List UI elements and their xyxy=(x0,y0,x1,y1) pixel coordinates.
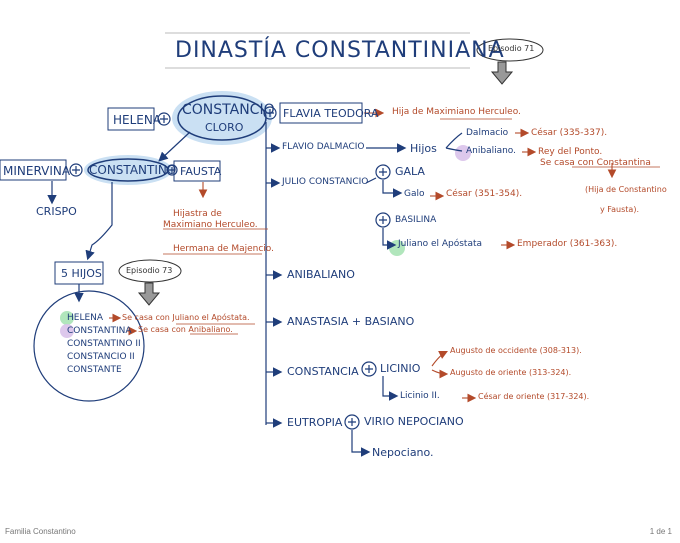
plus-helena-icon xyxy=(157,112,171,126)
licinio-note-2: Augusto de oriente (313-324). xyxy=(450,368,572,377)
node-fausta: FAUSTA xyxy=(180,165,222,178)
episode-71-bubble xyxy=(476,38,544,62)
episode-71-label: Episodio 71 xyxy=(488,44,535,53)
child-constantina-highlight xyxy=(60,324,74,338)
children-circle xyxy=(33,290,145,402)
node-cloro: CLORO xyxy=(205,121,244,134)
node-eutropia: EUTROPIA xyxy=(287,416,343,429)
flavia-note: Hija de Maximiano Herculeo. xyxy=(392,107,521,117)
plus-flavia-icon xyxy=(263,106,277,120)
node-5-hijos: 5 HIJOS xyxy=(61,267,102,280)
constancio-to-constantino-line xyxy=(158,131,191,162)
node-anastasia-basiano: ANASTASIA + BASIANO xyxy=(287,315,415,328)
child-constantino-ii: CONSTANTINO II xyxy=(67,339,141,349)
anibaliano-highlight xyxy=(455,145,471,161)
anibaliano-note-3: (Hija de Constantino xyxy=(585,185,667,194)
helena-note: Se casa con Juliano el Apóstata. xyxy=(122,313,250,322)
node-constantino: CONSTANTINO xyxy=(89,163,177,177)
child-helena: HELENA xyxy=(67,313,104,323)
anibaliano-note-1: Rey del Ponto. xyxy=(538,147,603,157)
constantino-oval xyxy=(87,158,169,182)
node-nepociano: Nepociano. xyxy=(372,446,434,459)
dalmacio-note: César (335-337). xyxy=(531,128,608,138)
footer-document-name: Familia Constantino xyxy=(5,527,76,536)
fausta-note-1: Hijastra de xyxy=(173,209,222,219)
node-anibaliano-son: Anibaliano. xyxy=(466,146,517,156)
constancio-highlight xyxy=(172,91,272,145)
node-dalmacio: Dalmacio xyxy=(466,128,509,138)
anibaliano-note-4: y Fausta). xyxy=(600,205,639,214)
fausta-note-3: Hermana de Majencio. xyxy=(173,244,274,254)
node-licinio-ii: Licinio II. xyxy=(400,391,440,401)
node-minervina: MINERVINA xyxy=(3,164,71,178)
galo-note: César (351-354). xyxy=(446,189,523,199)
plus-licinio-icon xyxy=(361,361,377,377)
flavia-box xyxy=(279,102,363,124)
minervina-box xyxy=(0,159,67,181)
footer-page-count: 1 de 1 xyxy=(649,527,672,536)
node-flavia: FLAVIA TEODORA xyxy=(283,107,379,120)
node-anibaliano: ANIBALIANO xyxy=(287,268,355,281)
child-helena-highlight xyxy=(60,311,74,325)
constantina-note: Se casa con Anibaliano. xyxy=(138,325,233,334)
child-constancio-ii: CONSTANCIO II xyxy=(67,352,135,362)
episode-73-bubble xyxy=(118,259,182,283)
constantino-highlight xyxy=(84,155,172,185)
constantino-to-hijos-line xyxy=(85,182,113,261)
child-constantina: CONSTANTINA xyxy=(67,326,132,336)
episode-73-label: Episodio 73 xyxy=(126,266,173,275)
plus-gala-icon xyxy=(375,164,391,180)
node-hijos: Hijos xyxy=(410,142,437,155)
helena-box xyxy=(107,107,155,131)
node-basilina: BASILINA xyxy=(395,215,437,225)
node-virio: VIRIO NEPOCIANO xyxy=(364,415,464,428)
plus-virio-icon xyxy=(344,414,360,430)
plus-basilina-icon xyxy=(375,212,391,228)
node-crispo: CRISPO xyxy=(36,205,77,218)
fausta-box xyxy=(173,160,221,182)
anibaliano-note-2: Se casa con Constantina xyxy=(540,158,651,168)
node-julio-constancio: JULIO CONSTANCIO xyxy=(282,177,369,187)
episode-71-arrow-icon xyxy=(490,61,514,85)
fausta-note-2: Maximiano Herculeo. xyxy=(163,220,258,230)
licinio-note-1: Augusto de occidente (308-313). xyxy=(450,346,582,355)
juliano-note: Emperador (361-363). xyxy=(517,239,618,249)
child-constante: CONSTANTE xyxy=(67,365,122,375)
page-title: DINASTÍA CONSTANTINIANA xyxy=(175,38,505,63)
node-gala: GALA xyxy=(395,165,425,178)
node-juliano: Juliano el Apóstata xyxy=(398,239,482,249)
licinio-ii-note: César de oriente (317-324). xyxy=(478,392,590,401)
node-helena: HELENA xyxy=(113,113,162,127)
node-constancia: CONSTANCIA xyxy=(287,365,359,378)
node-constancio: CONSTANCIO xyxy=(182,102,275,118)
episode-73-arrow-icon xyxy=(137,282,161,306)
node-flavio-dalmacio: FLAVIO DALMACIO xyxy=(282,142,365,152)
node-galo: Galo xyxy=(404,189,425,199)
node-licinio: LICINIO xyxy=(380,362,421,375)
plus-minervina-icon xyxy=(69,163,83,177)
plus-fausta-icon xyxy=(166,164,178,176)
